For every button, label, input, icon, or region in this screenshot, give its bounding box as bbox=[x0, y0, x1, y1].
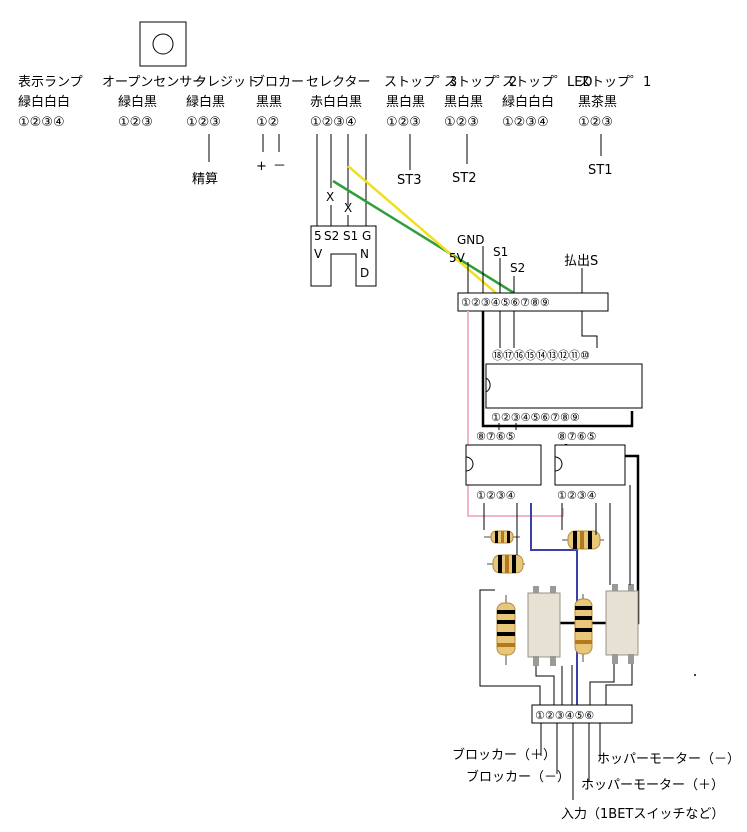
selector-pin-label: S1 bbox=[343, 229, 358, 243]
selector-pin-label: S2 bbox=[324, 229, 339, 243]
payout-label: 払出S bbox=[564, 254, 598, 269]
stray-dot bbox=[694, 674, 696, 676]
black-wire bbox=[481, 311, 634, 428]
header-leads bbox=[208, 134, 602, 170]
output-connector-pins: ①②③④⑤⑥ bbox=[535, 709, 594, 722]
output-label: ブロッカー（－） bbox=[466, 769, 570, 785]
component-package bbox=[527, 586, 561, 666]
output-label: ホッパーモーター（＋） bbox=[581, 778, 724, 793]
resistor bbox=[562, 530, 604, 550]
button-symbol bbox=[139, 21, 187, 67]
header-name: ストップ゜2 bbox=[444, 75, 517, 90]
header-colors: 黒白黒 bbox=[444, 94, 483, 110]
blocker-minus-label: － bbox=[273, 159, 286, 174]
ic-feed-wires bbox=[499, 311, 598, 348]
selector-pin-label: V bbox=[314, 247, 323, 261]
green-wire bbox=[332, 179, 515, 295]
header-name: ストップ゜1 bbox=[578, 75, 651, 90]
header-pins: ①②③④ bbox=[310, 115, 357, 130]
header-colors: 黒白黒 bbox=[386, 94, 425, 110]
resistor bbox=[574, 594, 593, 662]
header-colors: 黒茶黒 bbox=[578, 94, 617, 110]
selector-pin-label: N bbox=[360, 247, 369, 261]
ic-links bbox=[498, 423, 517, 430]
header-colors: 緑白白白 bbox=[18, 94, 70, 110]
header-colors: 黒黒 bbox=[256, 95, 282, 110]
header-pins: ①②③ bbox=[118, 115, 153, 130]
header-pins: ①②③④ bbox=[502, 115, 549, 130]
st2-label: ST2 bbox=[452, 171, 476, 186]
output-leads bbox=[540, 723, 601, 800]
s1-label: S1 bbox=[493, 245, 508, 259]
pink-wire bbox=[467, 311, 564, 517]
selector-x-mark: X bbox=[344, 201, 352, 215]
output-connector: ①②③④⑤⑥ bbox=[531, 704, 633, 724]
st1-label: ST1 bbox=[588, 163, 612, 178]
header-pins: ①②③ bbox=[444, 115, 479, 130]
selector-box: 5 S2 S1 G V N D bbox=[310, 225, 377, 287]
output-label: ホッパーモーター（－） bbox=[597, 752, 740, 767]
selector-pin-label: G bbox=[362, 229, 371, 243]
credit-label: 精算 bbox=[192, 172, 218, 187]
header-name: ブロカー bbox=[252, 74, 304, 90]
ic-small-left: ⑧⑦⑥⑤ ①②③④ bbox=[465, 430, 542, 502]
header-pins: ①②③ bbox=[186, 115, 221, 130]
header-colors: 赤白白黒 bbox=[310, 94, 362, 110]
ic-small-pins: ①②③④ bbox=[476, 489, 516, 502]
header-name: ストップ゜3 bbox=[384, 75, 457, 90]
gnd-label: GND bbox=[457, 233, 485, 247]
blocker-plus-label: + bbox=[256, 159, 267, 174]
selector-leads bbox=[316, 134, 367, 226]
s2-label: S2 bbox=[510, 261, 525, 275]
main-connector: GND 5V S1 S2 払出S ①②③④⑤⑥⑦⑧⑨ bbox=[449, 233, 609, 312]
resistor bbox=[484, 530, 520, 544]
header-pins: ①②③ bbox=[578, 115, 613, 130]
output-label: ブロッカー（＋） bbox=[452, 747, 556, 763]
header-name: オープンセンサー bbox=[102, 75, 205, 90]
ic-large-top-pins: ⑱⑰⑯⑮⑭⑬⑫⑪⑩ bbox=[492, 349, 590, 362]
5v-label: 5V bbox=[449, 251, 466, 265]
thin-wires bbox=[479, 485, 633, 705]
selector-pin-label: D bbox=[360, 266, 369, 280]
ic-large: ⑱⑰⑯⑮⑭⑬⑫⑪⑩ ①②③④⑤⑥⑦⑧⑨ bbox=[485, 349, 643, 424]
header-colors: 緑白黒 bbox=[186, 94, 225, 110]
yellow-wire bbox=[347, 165, 497, 294]
header-name: セレクター bbox=[306, 75, 370, 90]
header-pins: ①② bbox=[256, 115, 279, 130]
ic-small-pins: ⑧⑦⑥⑤ bbox=[557, 430, 597, 443]
resistor bbox=[487, 554, 525, 574]
component-package bbox=[605, 584, 639, 664]
selector-pin-label: 5 bbox=[314, 229, 322, 243]
header-pins: ①②③ bbox=[386, 115, 421, 130]
resistor bbox=[496, 595, 516, 665]
ic-small-right: ⑧⑦⑥⑤ ①②③④ bbox=[554, 430, 626, 502]
output-label: 入力（1BETスイッチなど） bbox=[561, 807, 724, 822]
header-name: ストップ゜LED bbox=[502, 75, 592, 90]
header-colors: 緑白黒 bbox=[118, 94, 157, 110]
header-name: クレジット bbox=[194, 75, 259, 90]
main-connector-pins: ①②③④⑤⑥⑦⑧⑨ bbox=[461, 296, 550, 309]
selector-x-mark: X bbox=[326, 190, 334, 204]
ic-small-pins: ⑧⑦⑥⑤ bbox=[476, 430, 516, 443]
header-labels: 表示ランプ 緑白白白 ①②③④ オープンセンサー 緑白黒 ①②③ クレジット 緑… bbox=[18, 74, 651, 130]
ic-large-bottom-pins: ①②③④⑤⑥⑦⑧⑨ bbox=[491, 411, 580, 424]
header-colors: 緑白白白 bbox=[502, 94, 554, 110]
st3-label: ST3 bbox=[397, 173, 421, 188]
header-name: 表示ランプ bbox=[18, 75, 83, 90]
ic-small-pins: ①②③④ bbox=[557, 489, 597, 502]
header-pins: ①②③④ bbox=[18, 115, 65, 130]
